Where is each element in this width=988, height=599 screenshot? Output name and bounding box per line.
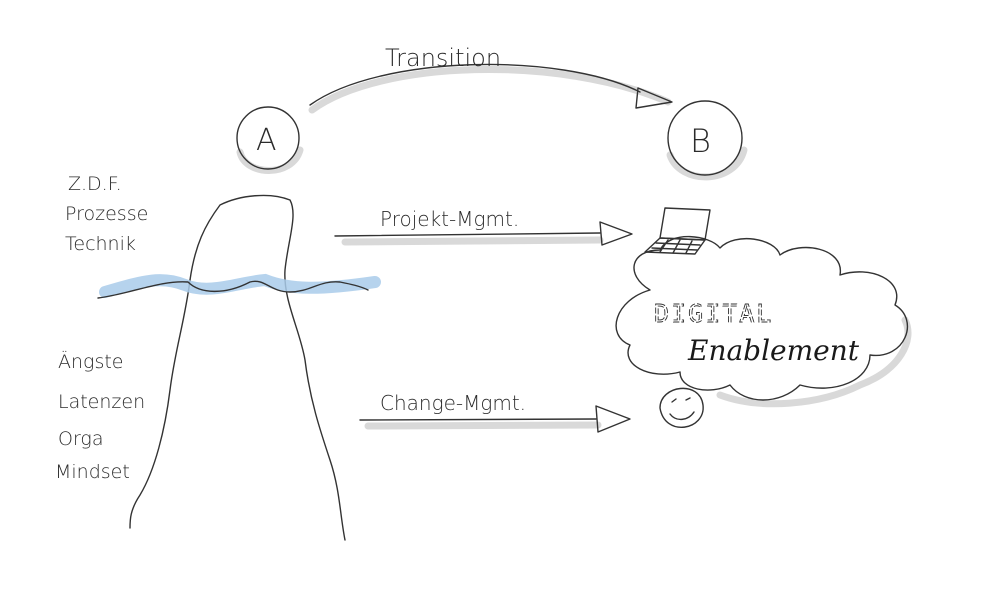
- change-management-label: Change-Mgmt.: [380, 391, 526, 415]
- below-water-item: Mindset: [55, 461, 130, 483]
- laptop-icon: [644, 207, 711, 255]
- transition-arrow: [308, 63, 673, 114]
- cloud-shape: [615, 235, 912, 408]
- transition-label: Transition: [385, 44, 501, 72]
- state-a-label: A: [256, 123, 277, 158]
- above-water-item: Technik: [65, 233, 136, 255]
- iceberg: [129, 194, 346, 541]
- cloud-digital-label: DIGITAL: [654, 299, 773, 328]
- state-b: B: [666, 100, 748, 181]
- below-water-item: Ängste: [58, 350, 123, 373]
- state-b-label: B: [690, 122, 711, 160]
- state-a: A: [236, 106, 304, 174]
- project-management-label: Projekt-Mgmt.: [380, 207, 519, 231]
- water-line: [97, 273, 381, 299]
- below-water-item: Orga: [58, 428, 103, 450]
- smiley-icon: [659, 387, 704, 428]
- above-water-item: Prozesse: [65, 203, 148, 225]
- below-water-item: Latenzen: [58, 391, 145, 413]
- above-water-item: Z.D.F.: [68, 173, 122, 195]
- project-management-arrow: [334, 221, 633, 246]
- change-management-arrow: [359, 405, 631, 433]
- cloud-enablement-label: Enablement: [687, 334, 860, 367]
